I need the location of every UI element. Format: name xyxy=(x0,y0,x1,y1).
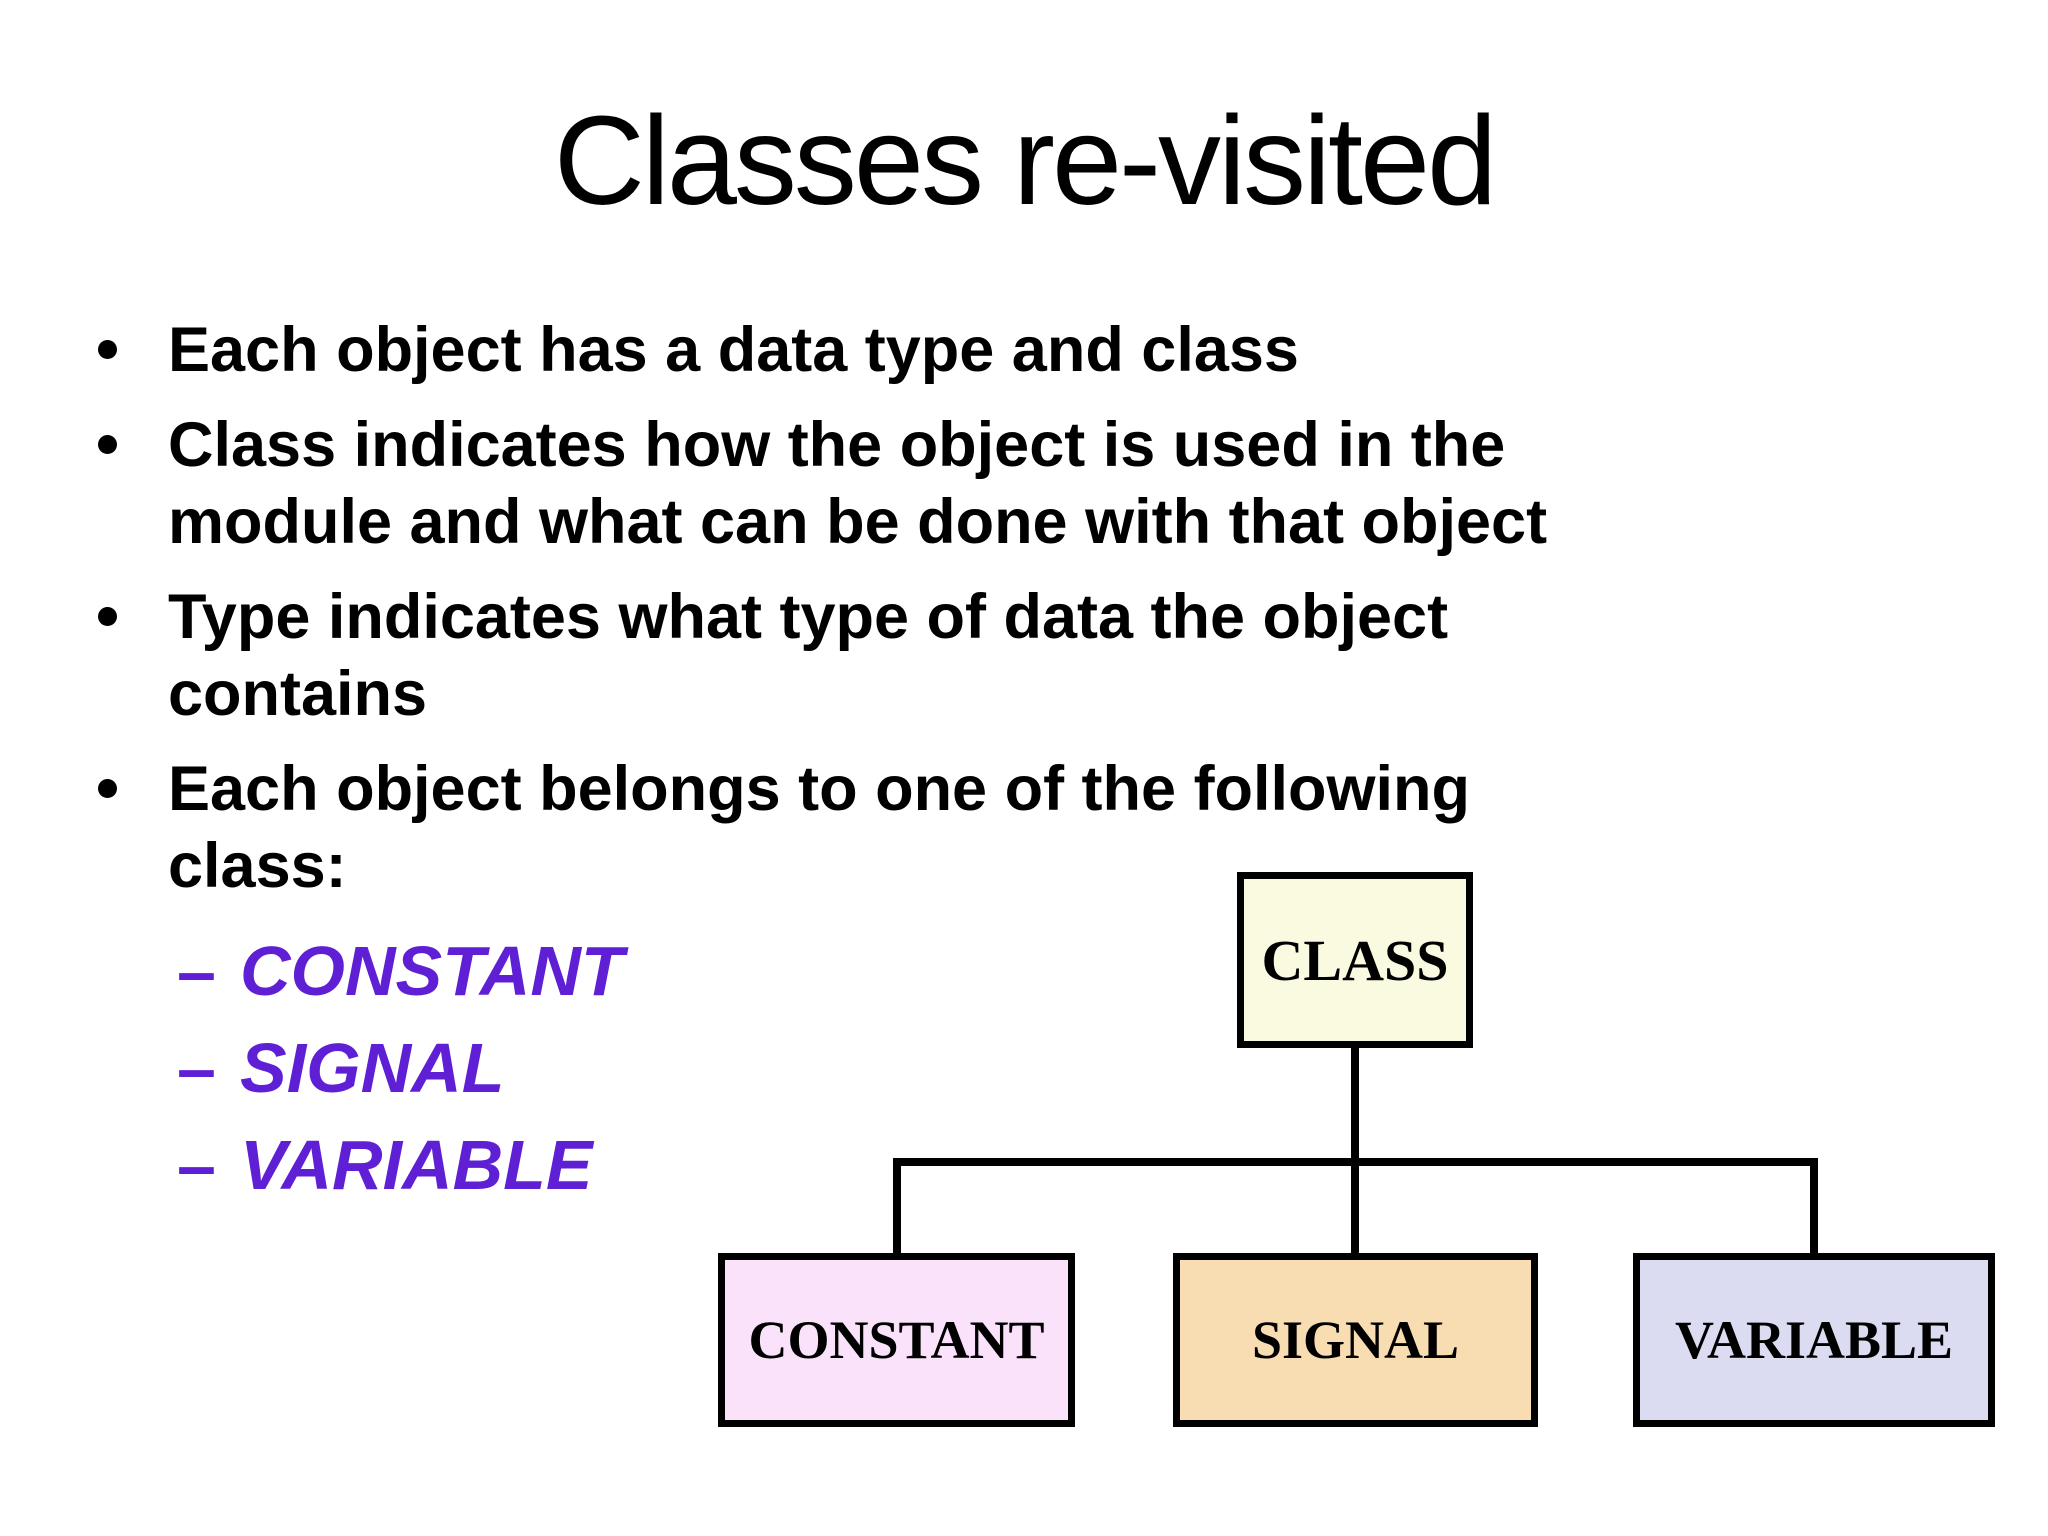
sub-bullet-constant: – CONSTANT xyxy=(88,923,1608,1020)
sub-bullet-variable: – VARIABLE xyxy=(88,1117,1608,1214)
diagram-node-label: CONSTANT xyxy=(748,1310,1045,1370)
bullet-item-1: Each object has a data type and class xyxy=(88,312,1608,389)
dash-marker-icon: – xyxy=(177,1126,216,1204)
sub-bullet-label: CONSTANT xyxy=(240,932,624,1010)
bullet-line: Each object has a data type and class xyxy=(168,315,1299,385)
diagram-node-signal: SIGNAL xyxy=(1173,1253,1538,1427)
diagram-node-variable: VARIABLE xyxy=(1633,1253,1995,1427)
connector-root-drop xyxy=(1351,1048,1359,1162)
dash-marker-icon: – xyxy=(177,1029,216,1107)
bullet-item-4: Each object belongs to one of the follow… xyxy=(88,751,1608,905)
bullet-line: Class indicates how the object is used i… xyxy=(168,410,1506,480)
bullet-line: contains xyxy=(168,659,428,729)
bullet-dot-icon xyxy=(98,435,117,454)
diagram-node-label: VARIABLE xyxy=(1674,1310,1954,1370)
bullet-item-3: Type indicates what type of data the obj… xyxy=(88,579,1608,733)
connector-drop-left xyxy=(893,1158,901,1255)
sub-bullet-signal: – SIGNAL xyxy=(88,1020,1608,1117)
sub-bullet-list: – CONSTANT – SIGNAL – VARIABLE xyxy=(88,923,1608,1214)
bullet-list: Each object has a data type and class Cl… xyxy=(88,312,1608,1214)
bullet-line: Each object belongs to one of the follow… xyxy=(168,754,1470,901)
bullet-line: Type indicates what type of data the obj… xyxy=(168,582,1449,652)
connector-drop-middle xyxy=(1351,1158,1359,1255)
sub-bullet-label: SIGNAL xyxy=(240,1029,505,1107)
dash-marker-icon: – xyxy=(177,932,216,1010)
bullet-dot-icon xyxy=(98,779,117,798)
sub-bullet-label: VARIABLE xyxy=(240,1126,593,1204)
diagram-node-class: CLASS xyxy=(1237,872,1473,1048)
connector-drop-right xyxy=(1810,1158,1818,1255)
diagram-node-constant: CONSTANT xyxy=(718,1253,1075,1427)
bullet-line: module and what can be done with that ob… xyxy=(168,487,1548,557)
bullet-dot-icon xyxy=(98,607,117,626)
diagram-node-label: SIGNAL xyxy=(1251,1310,1460,1370)
bullet-item-2: Class indicates how the object is used i… xyxy=(88,407,1608,561)
bullet-dot-icon xyxy=(98,340,117,359)
diagram-node-label: CLASS xyxy=(1261,927,1449,993)
slide-title: Classes re-visited xyxy=(553,90,1497,231)
